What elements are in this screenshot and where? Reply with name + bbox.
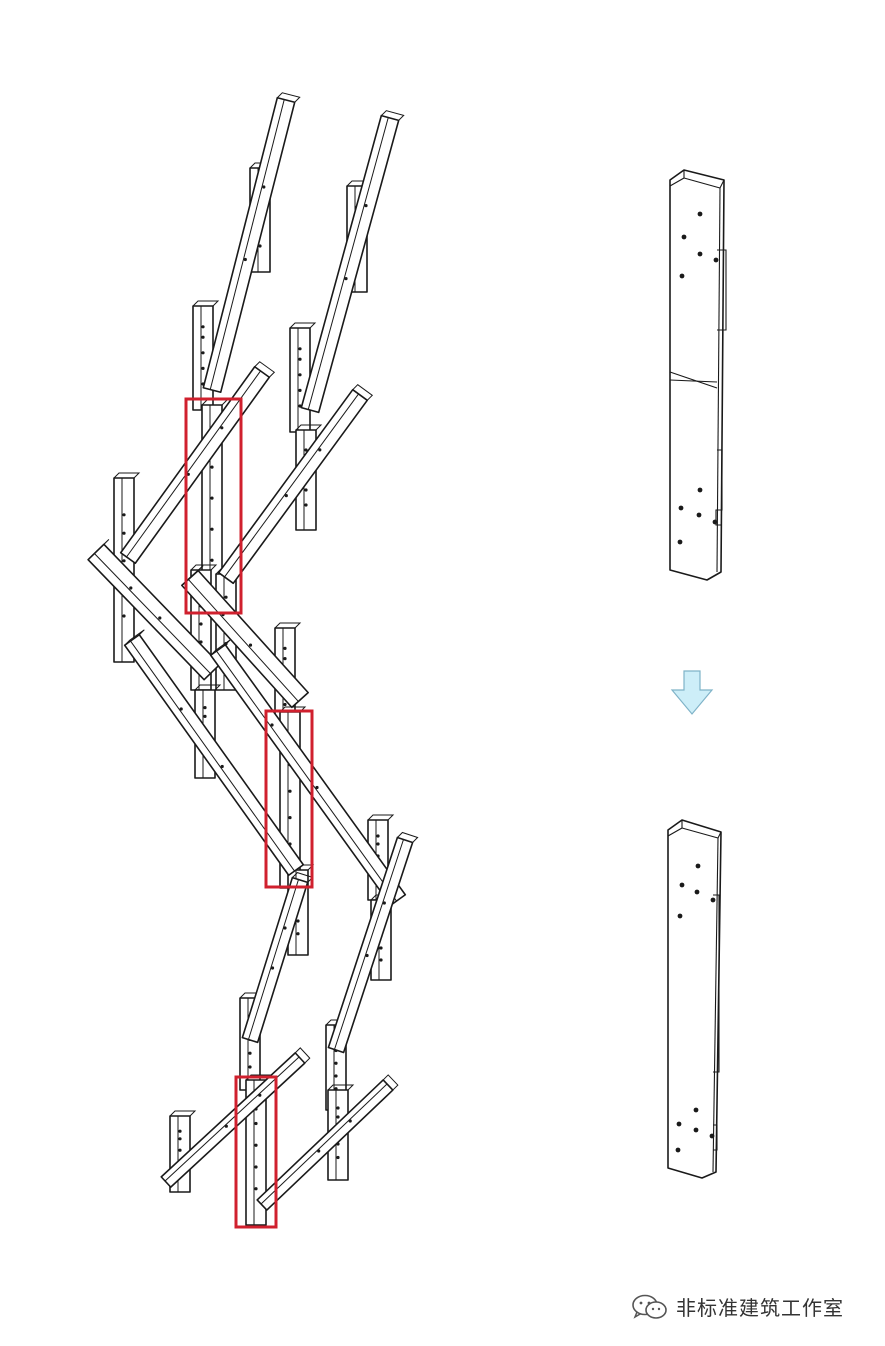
bolt-hole [199,640,203,644]
bolt-hole [129,586,133,590]
bolt-hole [336,1115,340,1119]
bolt-hole [376,834,380,838]
bolt-hole [298,357,302,361]
bolt-hole [201,351,205,355]
diagonal-brace [256,1074,399,1211]
bolt-hole [298,373,302,377]
bolt-hole [210,558,214,562]
bolt-hole [336,1106,340,1110]
bolt-hole [210,527,214,531]
bolt-hole [376,842,380,846]
bolt-hole [254,1187,258,1191]
bolt-hole [344,277,348,281]
bolt-hole [158,616,162,620]
diagonal-brace [241,872,314,1044]
bolt-hole [348,1119,352,1123]
highlighted-members [184,397,314,1229]
bolt-hole [248,643,253,647]
bolt-hole [296,919,300,923]
bolt-hole [334,1074,338,1078]
bolt-hole [201,325,205,329]
bolt-hole [122,531,126,535]
diagonal-brace [202,92,301,394]
bolt-hole [201,366,205,370]
bolt-hole [248,1065,252,1069]
bolt-hole [179,707,183,711]
bolt-hole [270,966,275,970]
bolt-hole [304,503,308,507]
bolt-hole [298,388,302,392]
bolt-hole [203,714,207,719]
bolt-hole [298,347,302,351]
bolt-hole [258,244,262,248]
bolt-hole [254,1121,258,1126]
bolt-hole [248,1051,252,1055]
bolt-hole [283,657,287,661]
bolt-hole [178,1129,182,1133]
bolt-hole [283,646,287,651]
bolt-hole [379,946,383,950]
bolt-hole [262,185,266,189]
bolt-hole [178,1148,182,1152]
bolt-hole [254,1165,258,1169]
bolt-hole [382,901,386,905]
bolt-hole [304,448,308,452]
bolt-hole [243,257,247,262]
bolt-hole [210,496,214,500]
diagonal-brace [300,110,405,414]
bolt-hole [254,1143,258,1147]
bolt-hole [122,559,126,563]
bolt-hole [122,614,126,618]
bolt-hole [318,448,322,452]
zigzag-timber-structure [87,92,419,1226]
bolt-hole [288,816,292,820]
highlight-box-middle [264,709,314,889]
diagonal-brace [327,831,419,1054]
bolt-hole [122,513,126,517]
bolt-hole [258,1093,262,1097]
highlight-box-top [184,397,243,615]
bolt-hole [284,494,288,498]
bolt-hole [283,926,287,930]
watermark-text: 非标准建筑工作室 [676,1296,844,1320]
wechat-icon [632,1294,667,1319]
diagonal-brace [217,384,374,585]
bolt-hole [334,1061,338,1065]
diagonal-brace [181,565,309,709]
bolt-hole [224,595,228,599]
diagonal-brace [209,639,407,907]
bolt-hole [178,1137,182,1141]
bolt-hole [220,426,224,430]
bolt-hole [296,932,300,936]
highlight-box-bottom [234,1075,278,1229]
bolt-hole [315,785,319,790]
bolt-hole [365,953,369,958]
bolt-hole [270,723,274,727]
bolt-hole [201,335,205,339]
bolt-hole [317,1149,321,1153]
detail-member-merged [667,819,722,1179]
bolt-hole [379,958,383,962]
bolt-hole [364,204,368,208]
bolt-hole [336,1155,340,1160]
down-arrow-icon [670,670,714,715]
watermark: 非标准建筑工作室 [630,1292,844,1321]
bolt-hole [220,764,224,769]
bolt-hole [199,622,203,626]
bolt-hole [210,465,214,469]
bolt-hole [283,702,287,707]
bolt-hole [288,789,292,793]
diagonal-brace [119,361,276,565]
detail-member-original [669,169,727,581]
bolt-hole [203,706,207,710]
bolt-hole [224,1124,228,1128]
bolt-hole [304,488,308,492]
